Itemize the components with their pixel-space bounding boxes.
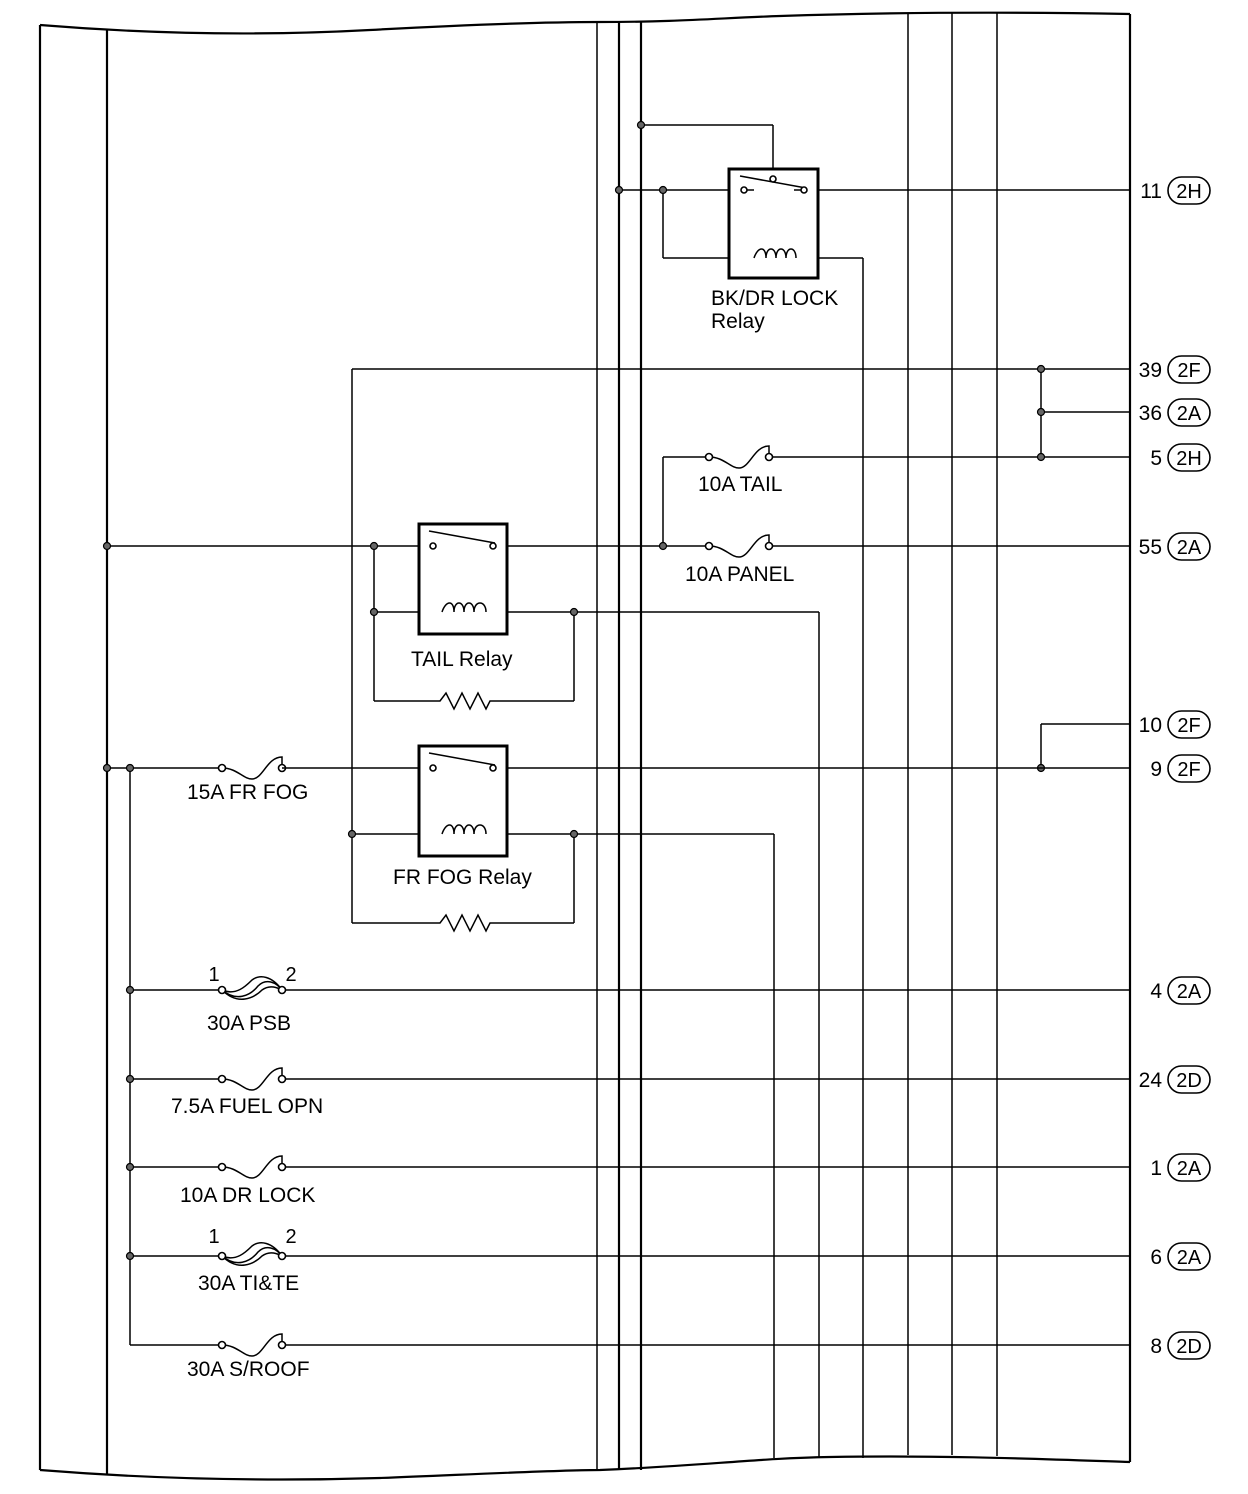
connector-6-2a: 6 2A <box>1150 1242 1211 1271</box>
fuse-30a-psb-label: 30A PSB <box>207 1012 291 1035</box>
fuse-30a-tite-label: 30A TI&TE <box>198 1272 299 1295</box>
bkdr-lock-relay-label-line2: Relay <box>711 310 765 333</box>
fuse-30a-sroof-label: 30A S/ROOF <box>187 1358 310 1381</box>
fuse-30a-tite-terminal-2: 2 <box>285 1226 296 1248</box>
fuse-10a-panel-label: 10A PANEL <box>685 563 794 586</box>
fuse-15a-fr-fog-label: 15A FR FOG <box>187 781 308 804</box>
connector-pin-number: 1 <box>1150 1157 1162 1180</box>
connector-pin-number: 55 <box>1139 536 1162 559</box>
connector-id: 2H <box>1176 448 1202 470</box>
fuse-7-5a-fuel-opn-label: 7.5A FUEL OPN <box>171 1095 323 1118</box>
fr-fog-relay: 15A FR FOG FR FOG Relay <box>102 744 1130 1458</box>
diagram-frame <box>38 11 1132 1481</box>
connector-pin-number: 8 <box>1150 1335 1162 1358</box>
fuse-30a-tite-terminal-1: 1 <box>208 1226 219 1248</box>
circuit-39-36-5: 10A TAIL <box>351 364 1130 923</box>
connector-id: 2D <box>1176 1336 1202 1358</box>
fuse-10a-dr-lock-label: 10A DR LOCK <box>180 1184 315 1207</box>
connector-8-2d: 8 2D <box>1150 1331 1211 1360</box>
fuse-30a-tite: 1 2 30A TI&TE <box>125 1226 1130 1295</box>
connector-39-2f: 39 2F <box>1139 355 1211 384</box>
connector-5-2h: 5 2H <box>1150 443 1211 472</box>
connector-24-2d: 24 2D <box>1139 1065 1211 1094</box>
connector-9-2f: 9 2F <box>1150 754 1211 783</box>
fuse-30a-psb: 1 2 30A PSB <box>125 964 1130 1035</box>
connector-id: 2A <box>1177 403 1202 425</box>
tail-relay-label: TAIL Relay <box>411 648 513 671</box>
connector-4-2a: 4 2A <box>1150 976 1211 1005</box>
fuse-30a-sroof: 30A S/ROOF <box>130 1333 1130 1381</box>
connector-pin-number: 10 <box>1139 714 1162 737</box>
tail-relay: TAIL Relay 10A PANEL <box>102 522 1130 1458</box>
connector-11-2h: 11 2H <box>1140 176 1211 205</box>
connector-pin-number: 39 <box>1139 359 1162 382</box>
connector-pin-number: 24 <box>1139 1069 1163 1092</box>
connector-pin-number: 9 <box>1150 758 1162 781</box>
fuse-7-5a-fuel-opn: 7.5A FUEL OPN <box>125 1067 1130 1118</box>
connector-pin-number: 5 <box>1150 447 1162 470</box>
connector-id: 2F <box>1177 715 1200 737</box>
connector-id: 2A <box>1177 537 1202 559</box>
connector-55-2a: 55 2A <box>1139 532 1211 561</box>
connector-id: 2H <box>1176 181 1202 203</box>
connector-id: 2A <box>1177 1158 1202 1180</box>
fuse-10a-tail-label: 10A TAIL <box>698 473 782 496</box>
fr-fog-relay-label: FR FOG Relay <box>393 866 532 889</box>
connector-36-2a: 36 2A <box>1139 398 1211 427</box>
vertical-buses <box>105 13 998 1475</box>
bkdr-lock-relay: BK/DR LOCK Relay <box>614 120 1130 1458</box>
fuse-10a-dr-lock: 10A DR LOCK <box>125 1155 1130 1207</box>
connector-pin-number: 4 <box>1150 980 1162 1003</box>
connector-pin-number: 36 <box>1139 402 1162 425</box>
connector-id: 2F <box>1177 759 1200 781</box>
connector-labels: 11 2H 39 2F 36 2A 5 2H 55 2A 10 2F <box>1139 176 1211 1360</box>
connector-id: 2F <box>1177 360 1200 382</box>
connector-1-2a: 1 2A <box>1150 1153 1211 1182</box>
connector-id: 2D <box>1176 1070 1202 1092</box>
connector-10-2f: 10 2F <box>1139 710 1211 739</box>
circuit-10-9 <box>1036 723 1130 773</box>
connector-pin-number: 6 <box>1150 1246 1162 1269</box>
bkdr-lock-relay-label-line1: BK/DR LOCK <box>711 287 838 310</box>
connector-id: 2A <box>1177 981 1202 1003</box>
fuse-30a-psb-terminal-1: 1 <box>208 964 219 986</box>
connector-pin-number: 11 <box>1140 180 1162 203</box>
connector-id: 2A <box>1177 1247 1202 1269</box>
fuse-30a-psb-terminal-2: 2 <box>285 964 296 986</box>
